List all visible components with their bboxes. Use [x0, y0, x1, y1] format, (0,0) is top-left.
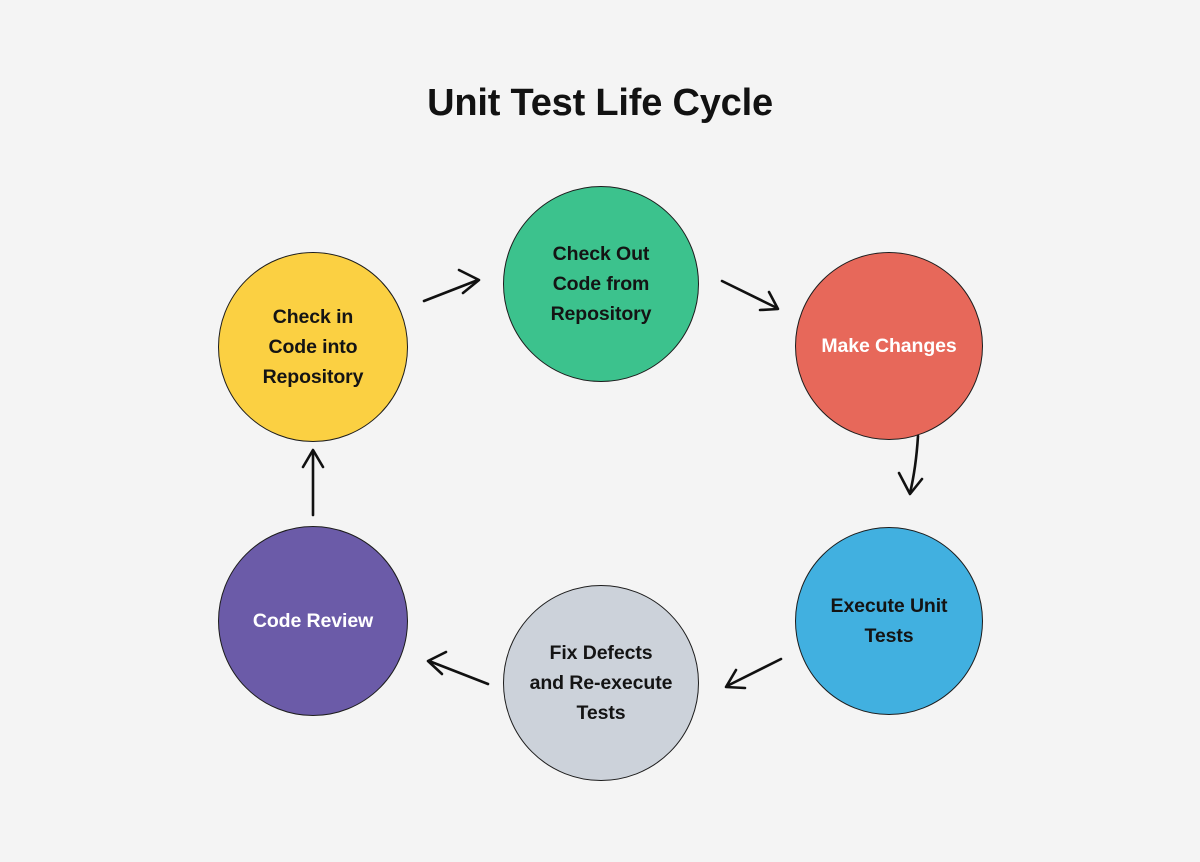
- arrow-check-out-to-make-changes: [720, 279, 780, 312]
- node-fix-defects[interactable]: Fix Defects and Re-execute Tests: [503, 585, 699, 781]
- node-execute-unit-tests-label: Execute Unit Tests: [830, 594, 948, 647]
- node-code-review[interactable]: Code Review: [218, 526, 408, 716]
- node-fix-defects-label: Fix Defects and Re-execute Tests: [529, 641, 673, 725]
- node-check-out-code[interactable]: Check Out Code from Repository: [503, 186, 699, 382]
- page-title: Unit Test Life Cycle: [427, 82, 773, 124]
- arrow-fix-defects-to-code-review: [426, 650, 490, 686]
- node-make-changes-label: Make Changes: [821, 334, 957, 357]
- arrow-code-review-to-check-in: [301, 448, 325, 517]
- node-make-changes[interactable]: Make Changes: [795, 252, 983, 440]
- arrow-check-in-to-check-out: [422, 268, 481, 303]
- node-code-review-label: Code Review: [252, 609, 374, 632]
- node-check-in-code[interactable]: Check in Code into Repository: [218, 252, 408, 442]
- node-check-out-code-label: Check Out Code from Repository: [550, 242, 652, 326]
- arrow-execute-tests-to-fix-defects: [724, 657, 783, 690]
- node-execute-unit-tests[interactable]: Execute Unit Tests: [795, 527, 983, 715]
- node-check-in-code-label: Check in Code into Repository: [262, 305, 364, 389]
- arrow-make-changes-to-execute-tests: [897, 434, 924, 496]
